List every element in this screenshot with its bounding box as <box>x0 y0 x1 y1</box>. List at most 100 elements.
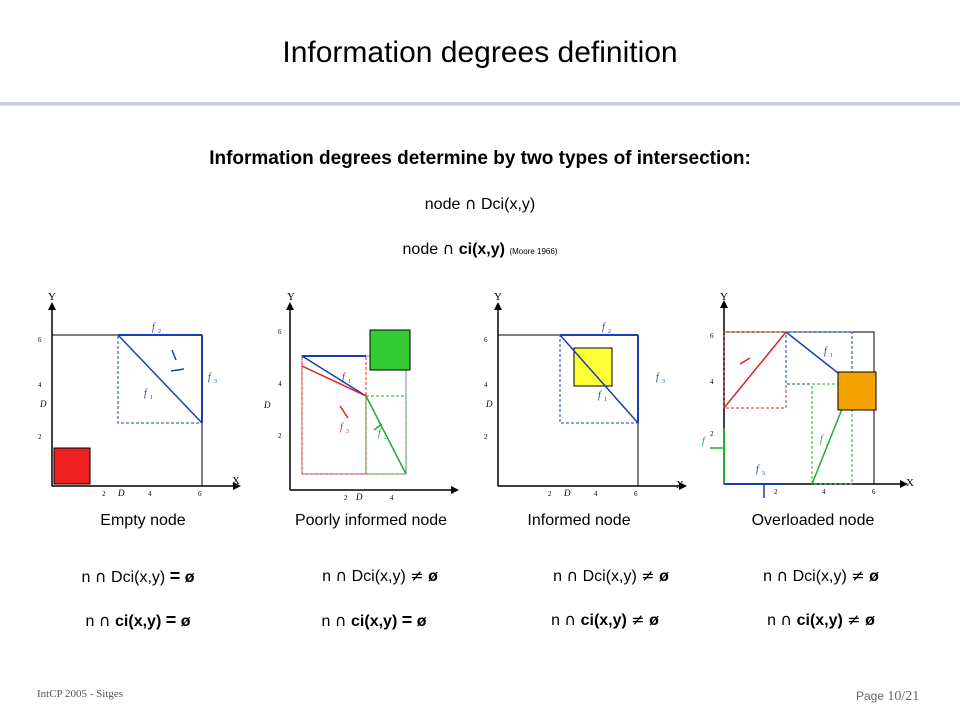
f3-label: f <box>340 422 344 433</box>
dcy-label: D <box>263 400 271 410</box>
f3-subscript: 3 <box>214 379 217 385</box>
formula-dci-term: Dci(x,y) <box>481 196 536 213</box>
x-axis-label: X <box>232 475 240 487</box>
green-dc-box <box>365 395 407 475</box>
x-axis-arrow <box>451 486 459 494</box>
f1-label: f <box>824 346 828 357</box>
empty-set-symbol: ø <box>180 613 191 630</box>
intersection-symbol: ∩ <box>335 566 348 585</box>
title-divider-shadow <box>0 105 960 106</box>
xtick-4: 4 <box>148 490 152 498</box>
cond-expr: Dci(x,y) <box>111 569 166 586</box>
cond-n: n <box>767 612 776 629</box>
f3-subscript: 3 <box>762 471 765 477</box>
tick-6: 6 <box>484 336 488 344</box>
node-square <box>837 371 877 411</box>
overloaded-dci-condition: n ∩ Dci(x,y) ≠ ø <box>716 566 926 586</box>
cond-expr: Dci(x,y) <box>582 568 637 585</box>
cond-relation: ≠ <box>631 610 645 629</box>
formula-dci-node: node <box>424 196 461 213</box>
f2-arrow <box>373 423 383 431</box>
y-axis-arrow <box>286 302 294 310</box>
intersection-symbol: ∩ <box>776 566 789 585</box>
empty-node-ci-condition: n ∩ ci(x,y) = ø <box>28 610 248 631</box>
y-axis-label: Y <box>494 291 502 303</box>
tick-4: 4 <box>38 381 42 389</box>
xtick-6: 6 <box>198 490 202 498</box>
f1-constraint <box>117 334 203 424</box>
cond-expr: ci(x,y) <box>796 612 843 629</box>
f1-label: f <box>598 390 602 401</box>
xtick-2: 2 <box>774 488 778 496</box>
formula-ci-reference: (Moore 1966) <box>509 247 558 256</box>
dcx-label: D <box>563 488 571 498</box>
overloaded-ci-condition: n ∩ ci(x,y) ≠ ø <box>716 610 926 630</box>
cond-expr: ci(x,y) <box>115 613 162 630</box>
intersection-symbol: ∩ <box>564 610 577 629</box>
f3-constraint <box>301 365 367 397</box>
x-axis-arrow <box>233 482 241 490</box>
empty-set-symbol: ø <box>184 569 195 586</box>
footer-conference: IntCP 2005 - Sitges <box>37 688 124 700</box>
f3-label: f <box>656 372 660 383</box>
cond-relation: ≠ <box>641 566 655 585</box>
cond-relation: ≠ <box>847 610 861 629</box>
title-divider <box>0 102 960 105</box>
cond-n: n <box>763 568 772 585</box>
tick-4: 4 <box>484 381 488 389</box>
tick-2: 2 <box>484 433 488 441</box>
caption-informed-node: Informed node <box>527 512 631 529</box>
empty-node-dci-condition: n ∩ Dci(x,y) = ø <box>28 566 248 587</box>
x-axis-arrow <box>900 480 908 488</box>
xtick-4: 4 <box>822 488 826 496</box>
tick-4: 4 <box>278 380 282 388</box>
tick-6: 6 <box>710 332 714 340</box>
domain-frame <box>497 334 639 487</box>
dcx-label: D <box>355 492 363 501</box>
cond-relation: ≠ <box>851 566 865 585</box>
cond-n: n <box>553 568 562 585</box>
node-square <box>573 347 613 387</box>
f3-label: f <box>208 372 212 383</box>
formula-dci: node ∩ Dci(x,y) <box>0 194 960 214</box>
slide-title: Information degrees definition <box>282 36 678 69</box>
intersection-symbol: ∩ <box>98 611 111 630</box>
tick-6: 6 <box>38 336 42 344</box>
f2-arrow <box>171 349 177 361</box>
f2-subscript: 2 <box>384 435 387 441</box>
xtick-4: 4 <box>390 494 394 501</box>
empty-set-symbol: ø <box>869 568 879 585</box>
poorly-informed-dci-condition: n ∩ Dci(x,y) ≠ ø <box>270 566 490 586</box>
xtick-2: 2 <box>344 494 348 501</box>
f1-label: f <box>342 372 346 383</box>
f3-label: f <box>756 464 760 475</box>
dc-box <box>117 334 203 424</box>
intersection-symbol: ∩ <box>464 194 477 213</box>
tick-6: 6 <box>278 328 282 336</box>
formula-ci-node: node <box>402 241 439 258</box>
informed-dci-condition: n ∩ Dci(x,y) ≠ ø <box>506 566 716 586</box>
f2-subscript: 2 <box>826 441 829 447</box>
f5-constraint <box>723 331 787 409</box>
cond-n: n <box>551 612 560 629</box>
dcy-label: D <box>485 399 493 409</box>
f5-arrow <box>739 357 751 365</box>
tick-2: 2 <box>38 433 42 441</box>
cond-relation: ≠ <box>410 566 424 585</box>
f2-label: f <box>602 322 606 333</box>
cond-n: n <box>322 568 331 585</box>
f2-subscript: 2 <box>608 329 611 335</box>
f1-constraint <box>559 334 639 424</box>
page-number: 10/21 <box>887 689 920 704</box>
f3-arrow <box>339 405 349 419</box>
caption-overloaded-node: Overloaded node <box>751 512 875 529</box>
xtick-4: 4 <box>594 490 598 498</box>
cond-relation: = <box>169 566 181 586</box>
xtick-2: 2 <box>102 490 106 498</box>
caption-empty-node: Empty node <box>100 512 186 529</box>
formula-ci: node ∩ ci(x,y) (Moore 1966) <box>0 239 960 259</box>
dcx-label: D <box>117 488 125 498</box>
tick-2: 2 <box>278 432 282 440</box>
tick-4: 4 <box>710 378 714 386</box>
f2-green-constraint <box>365 395 407 475</box>
